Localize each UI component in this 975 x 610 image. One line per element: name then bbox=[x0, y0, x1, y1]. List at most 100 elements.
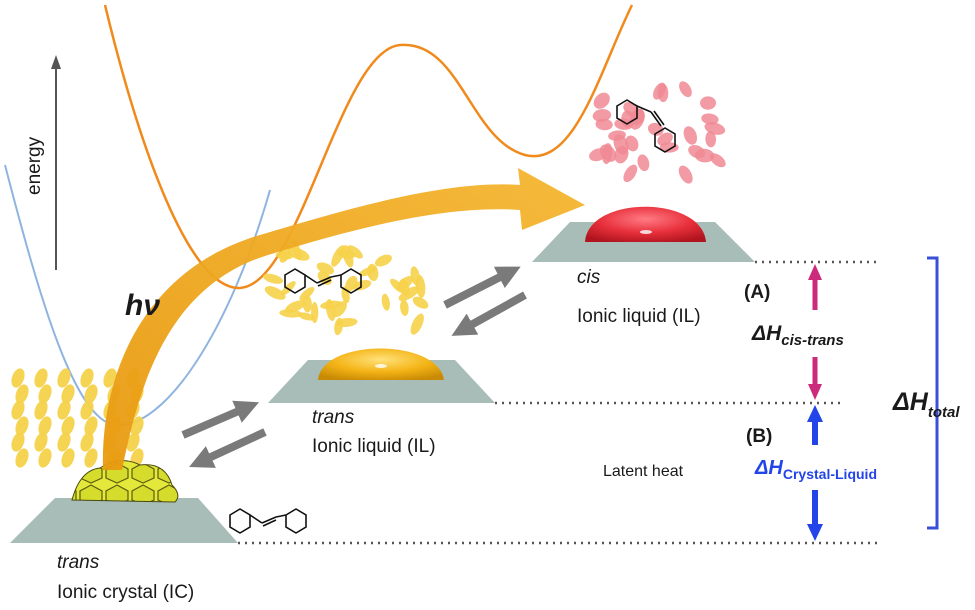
decorative-ellipse bbox=[381, 293, 390, 311]
decorative-ellipse bbox=[657, 83, 669, 103]
decorative-ellipse bbox=[410, 313, 424, 335]
cis-il-isomer-label: cis bbox=[577, 267, 601, 288]
azobenzene-cis-molecule-icon bbox=[616, 99, 676, 153]
decorative-ellipse bbox=[15, 448, 29, 468]
liquid-droplet-icon bbox=[318, 206, 706, 380]
decorative-ellipse bbox=[625, 135, 639, 152]
decorative-ellipse bbox=[103, 368, 117, 388]
decorative-ellipse bbox=[345, 275, 358, 292]
decorative-ellipse bbox=[84, 448, 98, 468]
decorative-ellipse bbox=[80, 400, 94, 420]
level-a-label: (A) bbox=[744, 282, 770, 303]
azobenzene-trans-molecule-small-icon bbox=[229, 508, 307, 534]
decorative-ellipse bbox=[623, 164, 638, 183]
decorative-ellipse bbox=[415, 275, 426, 298]
decorative-ellipse bbox=[352, 279, 372, 291]
trans-il-isomer-label: trans bbox=[312, 407, 355, 428]
decorative-ellipse bbox=[398, 286, 420, 301]
decorative-ellipse bbox=[264, 286, 286, 300]
decorative-ellipse bbox=[61, 416, 75, 436]
level-b-label: (B) bbox=[746, 426, 772, 447]
decorative-ellipse bbox=[61, 448, 75, 468]
decorative-ellipse bbox=[700, 96, 717, 110]
decorative-ellipse bbox=[400, 299, 409, 316]
decorative-ellipse bbox=[38, 416, 52, 436]
decorative-ellipse bbox=[374, 254, 392, 267]
ionic-crystal-cluster-icon bbox=[71, 460, 179, 503]
decorative-ellipse bbox=[331, 245, 345, 267]
latent-heat-label: Latent heat bbox=[603, 463, 684, 480]
decorative-ellipse bbox=[57, 368, 71, 388]
ic-phase-label: Ionic crystal (IC) bbox=[57, 582, 194, 603]
decorative-ellipse bbox=[647, 122, 664, 136]
decorative-ellipse bbox=[38, 384, 52, 404]
azobenzene-trans-molecule-icon bbox=[284, 268, 362, 294]
platform-ic bbox=[10, 498, 238, 543]
orange-potential-curve bbox=[103, 4, 634, 290]
dh-total-label: ΔHtotal bbox=[892, 388, 960, 421]
decorative-ellipse bbox=[263, 273, 284, 284]
decorative-ellipse bbox=[57, 432, 71, 452]
decorative-ellipse bbox=[613, 134, 629, 155]
decorative-ellipse bbox=[34, 368, 48, 388]
energy-axis: energy bbox=[24, 55, 61, 270]
decorative-ellipse bbox=[679, 81, 692, 98]
decorative-ellipse bbox=[80, 368, 94, 388]
decorative-ellipse bbox=[592, 109, 612, 122]
decorative-ellipse bbox=[80, 432, 94, 452]
ic-isomer-label: trans bbox=[57, 552, 100, 573]
dh-cis-trans-label: ΔHcis-trans bbox=[751, 322, 844, 349]
decorative-ellipse bbox=[15, 384, 29, 404]
decorative-ellipse bbox=[298, 312, 315, 321]
decorative-ellipse bbox=[126, 432, 140, 452]
energy-level-lines bbox=[238, 260, 880, 545]
decorative-ellipse bbox=[285, 300, 306, 313]
decorative-ellipse bbox=[11, 432, 25, 452]
energy-axis-label: energy bbox=[24, 136, 45, 195]
decorative-ellipse bbox=[130, 416, 144, 436]
cis-il-phase-label: Ionic liquid (IL) bbox=[577, 306, 701, 327]
decorative-ellipse bbox=[11, 400, 25, 420]
decorative-ellipse bbox=[637, 154, 650, 172]
decorative-ellipse bbox=[705, 130, 717, 148]
decorative-ellipse bbox=[61, 384, 75, 404]
decorative-ellipse bbox=[34, 400, 48, 420]
cis-il-ellipse-cloud bbox=[589, 81, 726, 184]
total-bracket bbox=[927, 256, 939, 530]
decorative-ellipse bbox=[347, 245, 363, 259]
decorative-ellipse bbox=[332, 301, 347, 318]
decorative-ellipse bbox=[694, 148, 715, 163]
decorative-ellipse bbox=[325, 299, 336, 322]
decorative-ellipse bbox=[396, 275, 414, 291]
decorative-ellipse bbox=[659, 142, 679, 153]
photon-arrow bbox=[102, 168, 586, 470]
decorative-ellipse bbox=[704, 122, 726, 135]
cis-il-droplet bbox=[585, 206, 706, 242]
decorative-ellipse bbox=[701, 113, 719, 125]
decorative-ellipse bbox=[336, 317, 358, 328]
decorative-ellipse bbox=[316, 262, 334, 275]
decorative-ellipse bbox=[412, 296, 429, 309]
decorative-ellipse bbox=[34, 432, 48, 452]
decorative-ellipse bbox=[599, 144, 617, 162]
decorative-ellipse bbox=[299, 287, 315, 301]
decorative-ellipse bbox=[84, 416, 98, 436]
trans-il-ellipse-cloud bbox=[263, 239, 429, 336]
decorative-ellipse bbox=[38, 448, 52, 468]
decorative-ellipse bbox=[275, 251, 294, 260]
dh-crystal-liquid-label: ΔHCrystal-Liquid bbox=[754, 457, 877, 482]
decorative-ellipse bbox=[84, 384, 98, 404]
decorative-ellipse bbox=[683, 126, 698, 145]
decorative-ellipse bbox=[279, 309, 303, 318]
decorative-ellipse bbox=[57, 400, 71, 420]
decorative-ellipse bbox=[15, 416, 29, 436]
decorative-ellipse bbox=[593, 92, 610, 109]
enthalpy-arrows bbox=[807, 264, 823, 541]
decorative-ellipse bbox=[358, 266, 377, 277]
decorative-ellipse bbox=[678, 165, 693, 184]
equilibrium-arrows bbox=[181, 266, 527, 468]
decorative-ellipse bbox=[11, 368, 25, 388]
photon-label: hν bbox=[125, 289, 160, 322]
trans-il-phase-label: Ionic liquid (IL) bbox=[312, 436, 436, 457]
